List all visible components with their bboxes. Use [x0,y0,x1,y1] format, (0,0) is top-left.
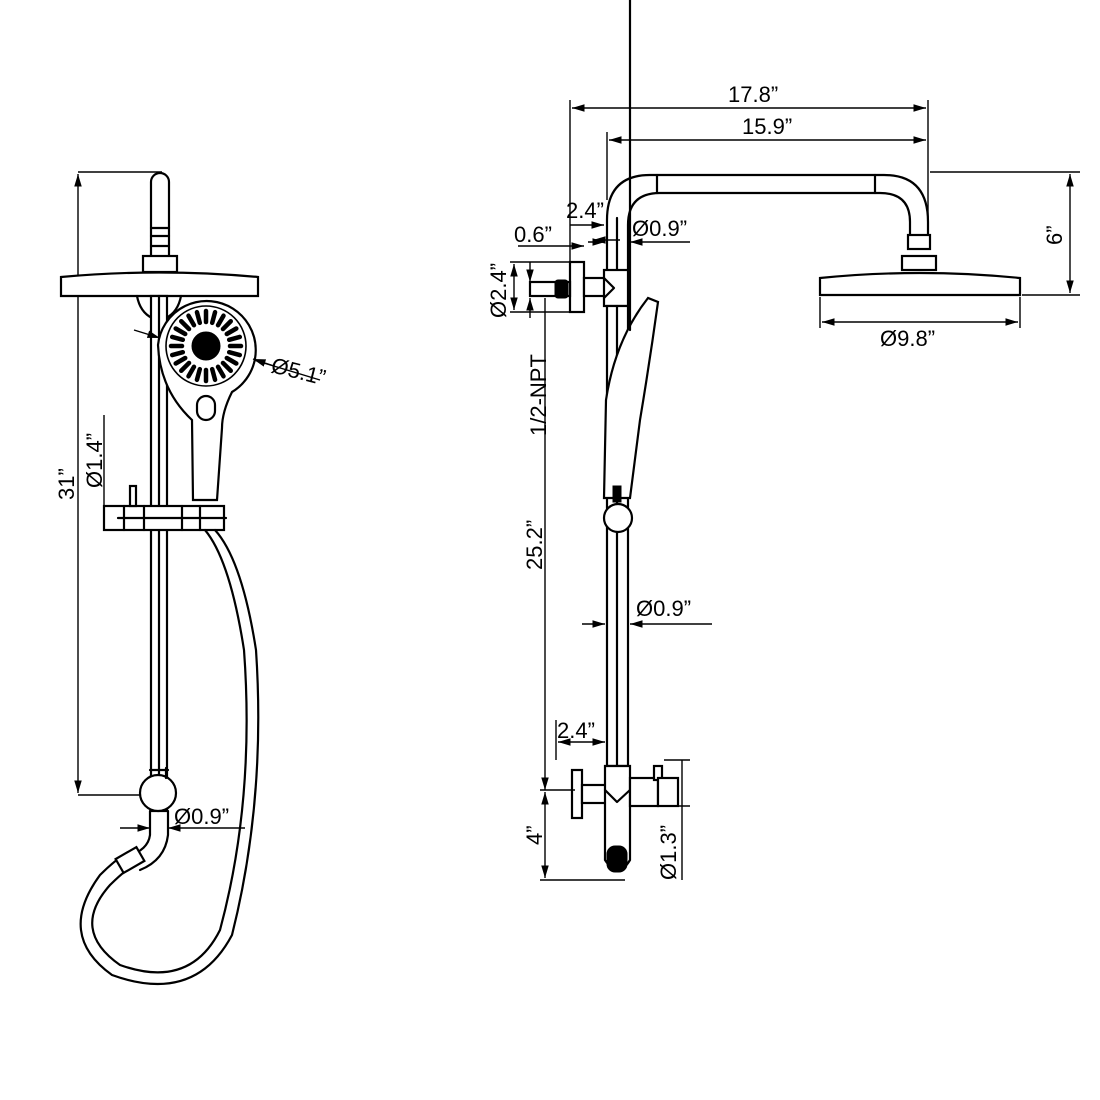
rain-shower-head [59,271,260,298]
nozzle-mark [179,319,192,332]
bracket-offset-label: 2.4” [566,198,604,223]
slider-diameter-label: Ø1.4” [82,433,107,488]
nozzle-mark [224,355,239,366]
nozzle-mark [220,360,233,373]
nozzle-mark [209,366,218,383]
nozzle-mark [220,319,233,332]
rain-shower-head-side [818,271,1022,297]
nozzle-mark [186,313,197,328]
nozzle-mark [194,366,203,383]
shower-arm [605,173,930,272]
nozzle-mark [169,349,186,358]
hose-outlet-elbow [138,773,178,813]
arm-diameter-label: Ø0.9” [632,216,687,241]
valve-to-bottom-label: 4” [522,825,547,845]
overall-reach-label: 17.8” [728,82,778,107]
hand-shower [156,299,257,502]
hand-shower-side [602,296,660,500]
nozzle-mark [194,309,203,326]
head-drop-label: 6” [1042,225,1067,245]
nozzle-mark [226,349,243,358]
handshower-diameter-label: Ø5.1” [269,353,328,391]
inlet-thread-label: 1/2-NPT [526,354,551,436]
nozzle-mark [209,309,218,326]
nozzle-mark [173,355,188,366]
nozzle-mark [226,334,243,343]
valve-diameter-label: Ø1.3” [656,825,681,880]
nozzle-mark [179,360,192,373]
nozzle-mark [224,326,239,337]
slider-diameter-dimension: Ø1.4” [82,415,107,530]
head-diameter-label: Ø9.8” [880,326,935,351]
nozzle-mark [215,313,226,328]
diverter-valve [570,764,680,873]
nozzle-mark [215,364,226,379]
overall-height-label: 31” [54,468,79,500]
inlet-to-valve-label: 25.2” [522,520,547,570]
side-view: 17.8” 15.9” 6” Ø9.8” 2.4” 0.6” Ø0.9” [486,0,1080,881]
valve-offset-label: 2.4” [557,718,595,743]
front-view: 31” Ø5.1” [54,171,328,986]
arm-reach-label: 15.9” [742,114,792,139]
outlet-diameter-label: Ø0.9” [174,804,229,829]
wall-gap-label: 0.6” [514,222,552,247]
pipe-diameter-label: Ø0.9” [636,596,691,621]
flange-diameter-label: Ø2.4” [486,263,511,318]
hose [91,528,248,974]
nozzle-mark [173,326,188,337]
slider-knob [602,502,634,534]
nozzle-mark [186,364,197,379]
wall-bracket [528,260,630,314]
nozzle-mark [169,334,186,343]
